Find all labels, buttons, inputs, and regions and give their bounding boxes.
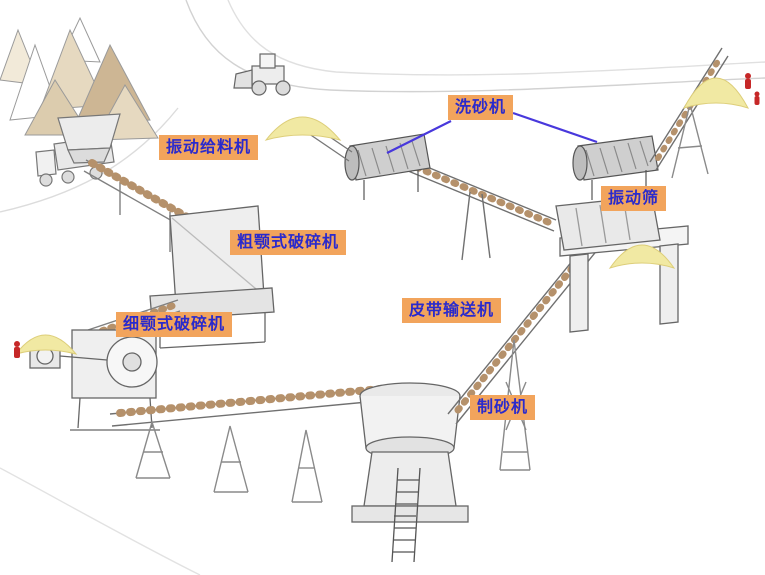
sand-piles [14,77,750,355]
label-vibrating-screen: 振动筛 [601,186,667,211]
pointer-line-left [386,120,452,154]
label-fine-jaw-crusher: 细颚式破碎机 [116,312,233,337]
worker-figures [14,73,760,358]
fine-jaw-crusher-machine [29,329,160,431]
sand-washer-left-machine [344,133,431,200]
pointer-lines [386,111,598,154]
main-belt-conveyor [109,383,411,503]
wheel-loader [233,53,291,96]
label-coarse-jaw-crusher: 粗颚式破碎机 [230,230,347,255]
label-vibrating-feeder: 振动给料机 [159,135,259,160]
sand-washer-right-machine [572,135,659,200]
pointer-line-right [512,111,598,144]
label-belt-conveyor: 皮带输送机 [402,298,502,323]
label-sand-washer: 洗砂机 [448,95,514,120]
left-washer-conveyor [395,154,557,261]
sand-maker-machine [351,382,469,563]
label-sand-maker: 制砂机 [470,395,536,420]
vibrating-feeder-machine [57,113,121,164]
